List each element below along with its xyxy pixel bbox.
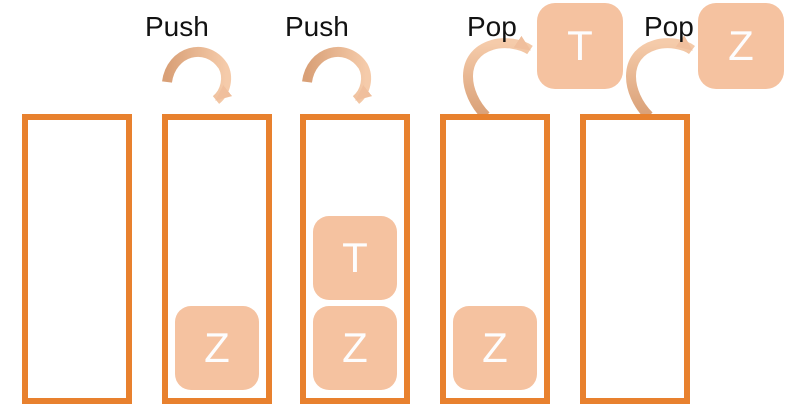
pop-label-1: Pop: [467, 11, 517, 42]
push-label-1: Push: [145, 11, 209, 42]
pop-label-2: Pop: [644, 11, 694, 42]
push-arrow-2-icon: [302, 46, 373, 104]
stack-1: [22, 114, 132, 404]
stack-4: Z: [440, 114, 550, 404]
stack-4-item-z: Z: [453, 306, 537, 390]
push-label-2: Push: [285, 11, 349, 42]
pop-arrow-1-icon: [463, 35, 533, 120]
popped-box-t: T: [537, 3, 623, 89]
push-arrow-1-icon: [162, 46, 233, 104]
stack-2-item-z: Z: [175, 306, 259, 390]
stack-3-item-z: Z: [313, 306, 397, 390]
stack-2: Z: [162, 114, 272, 404]
pop-arrow-2-icon: [626, 35, 695, 120]
stack-3: T Z: [300, 114, 410, 404]
stack-5: [580, 114, 690, 404]
stack-3-item-t: T: [313, 216, 397, 300]
popped-box-z: Z: [698, 3, 784, 89]
